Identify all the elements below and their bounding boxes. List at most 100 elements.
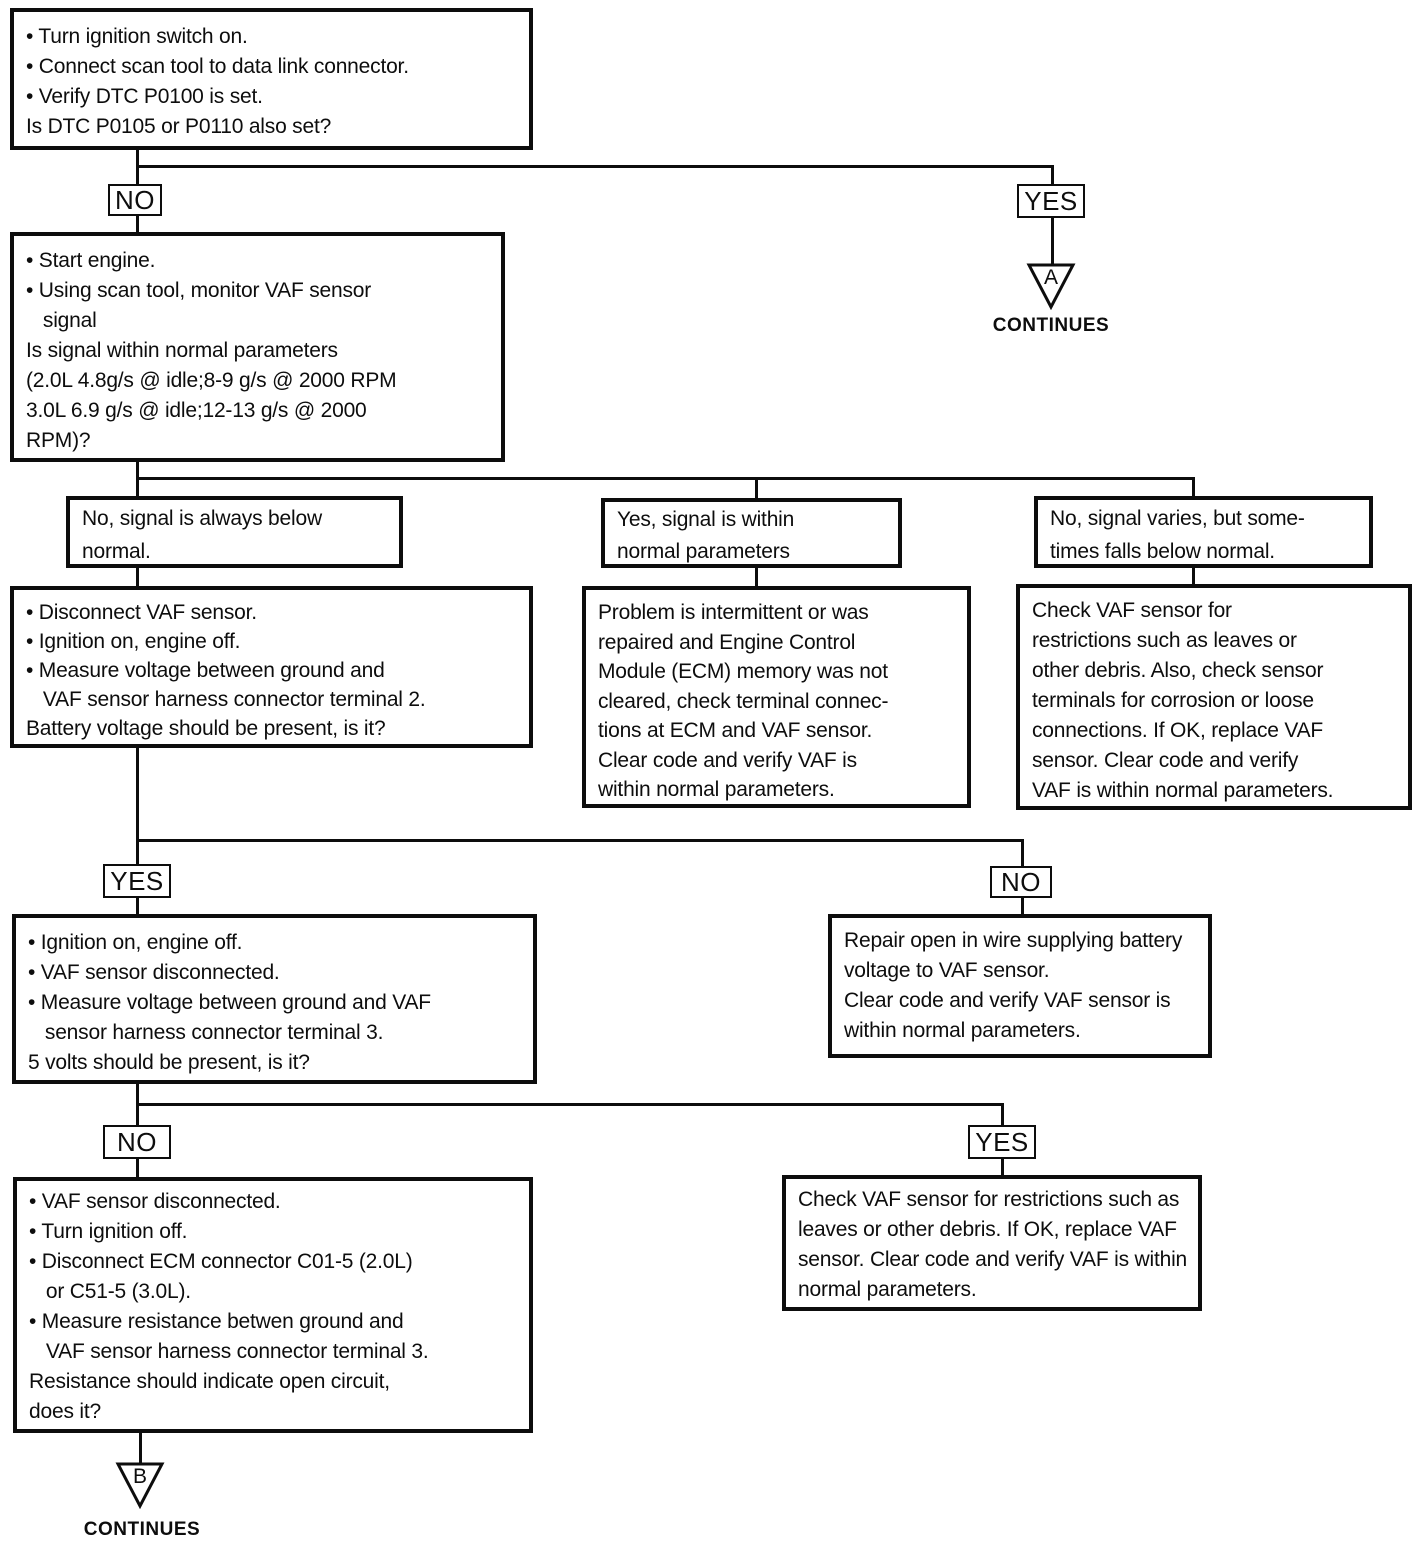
connector-line (139, 1433, 142, 1464)
continues-label-b: CONTINUES (83, 1519, 201, 1540)
text-line: terminals for corrosion or loose (1032, 689, 1314, 712)
text-line: Battery voltage should be present, is it… (26, 717, 386, 740)
connector-line (1021, 896, 1024, 916)
node-check-terminal3-resistance: • VAF sensor disconnected. • Turn igniti… (13, 1177, 533, 1433)
connector-line (1001, 1103, 1004, 1127)
connector-line (136, 462, 139, 498)
node-intermittent-problem: Problem is intermittent or was repaired … (582, 586, 971, 808)
text-line: sensor harness connector terminal 3. (28, 1021, 384, 1044)
continuation-connector-a-icon: A (1026, 262, 1076, 311)
text-line: VAF sensor harness connector terminal 2. (26, 688, 426, 711)
text-line: Clear code and verify VAF is (598, 748, 857, 772)
text-line: normal parameters. (798, 1278, 977, 1301)
decision-label-no-3: NO (103, 1125, 171, 1159)
node-check-vaf-restrictions-full: Check VAF sensor for restrictions such a… (1016, 584, 1412, 810)
connector-line (1192, 477, 1195, 498)
text-line: • Turn ignition switch on. (26, 25, 248, 48)
connector-line (136, 214, 139, 234)
text-line: 3.0L 6.9 g/s @ idle;12-13 g/s @ 2000 (26, 399, 367, 422)
text-line: tions at ECM and VAF sensor. (598, 719, 873, 742)
connector-b-letter: B (132, 1465, 147, 1488)
text-line: normal parameters (617, 540, 790, 563)
text-line: • Connect scan tool to data link connect… (26, 55, 409, 78)
connector-line (1001, 1157, 1004, 1177)
connector-line (755, 566, 758, 588)
connector-line (1021, 839, 1024, 868)
decision-label-no-1: NO (108, 184, 162, 216)
text-line: sensor. Clear code and verify VAF is wit… (798, 1248, 1188, 1271)
text-line: within normal parameters. (598, 778, 835, 801)
text-line: 5 volts should be present, is it? (28, 1051, 310, 1074)
connector-a-letter: A (1043, 266, 1058, 289)
text-line: • Measure resistance betwen ground and (29, 1310, 404, 1333)
text-line: • Start engine. (26, 249, 156, 272)
connector-line (1051, 216, 1054, 264)
text-line: No, signal is always below (82, 507, 322, 530)
text-line: sensor. Clear code and verify (1032, 749, 1299, 772)
connector-line (136, 150, 139, 186)
continues-label-a: CONTINUES (992, 315, 1110, 336)
node-monitor-signal: • Start engine. • Using scan tool, monit… (10, 232, 505, 462)
text-line: • Measure voltage between ground and (26, 659, 385, 682)
text-line: (2.0L 4.8g/s @ idle;8-9 g/s @ 2000 RPM (26, 369, 397, 392)
text-line: within normal parameters. (844, 1019, 1081, 1042)
decision-label-yes-2: YES (103, 864, 171, 898)
text-line: Yes, signal is within (617, 508, 795, 531)
text-line: • VAF sensor disconnected. (28, 961, 280, 984)
text-line: other debris. Also, check sensor (1032, 659, 1324, 682)
connector-line (1192, 566, 1195, 586)
decision-label-yes-1: YES (1017, 184, 1085, 218)
text-line: Clear code and verify VAF sensor is (844, 989, 1171, 1012)
text-line: connections. If OK, replace VAF (1032, 719, 1324, 742)
connector-line (136, 839, 1024, 842)
connector-line (136, 1157, 139, 1179)
text-line: • Measure voltage between ground and VAF (28, 991, 431, 1014)
text-line: or C51-5 (3.0L). (29, 1280, 191, 1303)
connector-line (1051, 165, 1054, 186)
text-line: • Using scan tool, monitor VAF sensor (26, 279, 372, 302)
connector-line (755, 477, 758, 500)
text-line: voltage to VAF sensor. (844, 959, 1050, 982)
text-line: No, signal varies, but some- (1050, 507, 1305, 530)
text-line: RPM)? (26, 429, 91, 452)
branch-label-below-normal: No, signal is always below normal. (66, 496, 403, 568)
text-line: • Ignition on, engine off. (28, 931, 243, 954)
text-line: repaired and Engine Control (598, 630, 856, 654)
connector-line (136, 566, 139, 588)
decision-label-yes-3: YES (968, 1125, 1036, 1159)
text-line: Module (ECM) memory was not (598, 660, 888, 683)
text-line: Is DTC P0105 or P0110 also set? (26, 115, 332, 138)
connector-line (136, 746, 139, 866)
text-line: does it? (29, 1400, 101, 1423)
connector-line (136, 165, 1054, 168)
text-line: leaves or other debris. If OK, replace V… (798, 1218, 1177, 1241)
branch-label-signal-varies: No, signal varies, but some- times falls… (1034, 496, 1373, 568)
connector-line (136, 896, 139, 916)
text-line: • Disconnect VAF sensor. (26, 601, 257, 624)
text-line: restrictions such as leaves or (1032, 629, 1297, 652)
text-line: times falls below normal. (1050, 540, 1275, 563)
connector-line (136, 477, 1195, 480)
text-line: • Verify DTC P0100 is set. (26, 85, 263, 108)
text-line: • Turn ignition off. (29, 1220, 188, 1243)
text-line: Repair open in wire supplying battery (844, 929, 1183, 952)
text-line: normal. (82, 540, 151, 563)
text-line: VAF is within normal parameters. (1032, 779, 1334, 802)
text-line: • Ignition on, engine off. (26, 630, 241, 653)
decision-label-no-2: NO (990, 866, 1052, 898)
text-line: Resistance should indicate open circuit, (29, 1370, 390, 1393)
text-line: Check VAF sensor for (1032, 599, 1232, 622)
text-line: • Disconnect ECM connector C01-5 (2.0L) (29, 1250, 413, 1273)
text-line: Problem is intermittent or was (598, 601, 869, 624)
text-line: Is signal within normal parameters (26, 339, 338, 362)
text-line: signal (26, 309, 97, 332)
node-verify-dtc: • Turn ignition switch on. • Connect sca… (10, 8, 533, 150)
text-line: cleared, check terminal connec- (598, 689, 889, 713)
node-check-terminal2-voltage: • Disconnect VAF sensor. • Ignition on, … (10, 586, 533, 748)
branch-label-within-normal: Yes, signal is within normal parameters (601, 498, 902, 568)
node-repair-open-wire: Repair open in wire supplying battery vo… (828, 914, 1212, 1058)
continuation-connector-b-icon: B (115, 1461, 165, 1510)
connector-line (136, 1103, 1004, 1106)
node-check-vaf-restrictions-short: Check VAF sensor for restrictions such a… (782, 1175, 1202, 1311)
